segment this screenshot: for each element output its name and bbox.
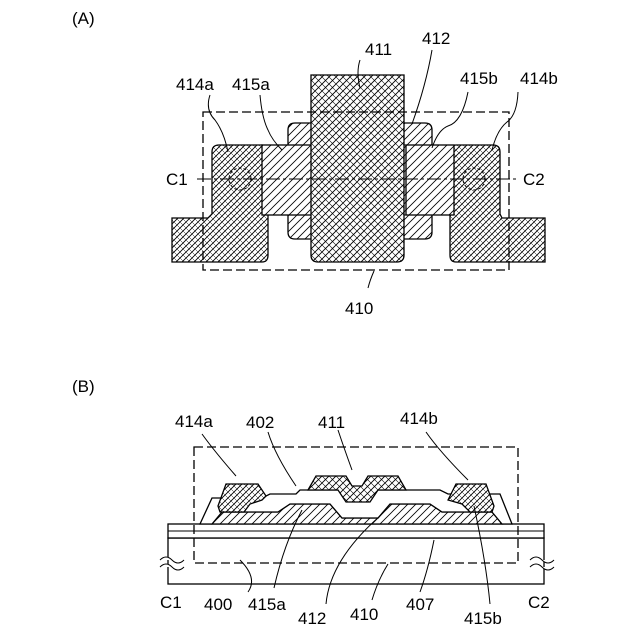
ref-414a-b: 414a bbox=[175, 412, 213, 431]
ref-415b-b: 415b bbox=[464, 609, 502, 628]
ref-412-a: 412 bbox=[422, 29, 450, 48]
substrate-400-shape bbox=[168, 538, 544, 584]
ref-410-b: 410 bbox=[350, 605, 378, 624]
panel-b: (B) 414 bbox=[72, 377, 554, 628]
ref-411-b: 411 bbox=[318, 413, 345, 432]
ref-415a-b: 415a bbox=[248, 595, 286, 614]
ref-414a-a: 414a bbox=[176, 75, 214, 94]
panel-a-label: (A) bbox=[72, 9, 95, 28]
wiring-414b-shape bbox=[450, 145, 545, 262]
ref-407-b: 407 bbox=[406, 595, 434, 614]
ref-402-b: 402 bbox=[246, 413, 274, 432]
region-415b-shape bbox=[406, 145, 454, 215]
region-415a-shape bbox=[262, 145, 312, 215]
panel-b-label: (B) bbox=[72, 377, 95, 396]
gate-411-shape bbox=[311, 75, 404, 262]
ref-412-b: 412 bbox=[298, 609, 326, 628]
wiring-414a-shape bbox=[172, 145, 268, 262]
ref-410-a: 410 bbox=[345, 299, 373, 318]
ref-c2-b: C2 bbox=[528, 593, 550, 612]
ref-414b-a: 414b bbox=[520, 69, 558, 88]
ref-c1-a: C1 bbox=[166, 170, 188, 189]
ref-400-b: 400 bbox=[204, 595, 232, 614]
ref-c2-a: C2 bbox=[523, 170, 545, 189]
panel-a: (A) 411 412 41 bbox=[72, 9, 558, 318]
ref-c1-b: C1 bbox=[160, 593, 182, 612]
ref-414b-b: 414b bbox=[400, 409, 438, 428]
ref-411-a: 411 bbox=[365, 40, 392, 59]
ref-415b-a: 415b bbox=[460, 69, 498, 88]
ref-415a-a: 415a bbox=[232, 75, 270, 94]
